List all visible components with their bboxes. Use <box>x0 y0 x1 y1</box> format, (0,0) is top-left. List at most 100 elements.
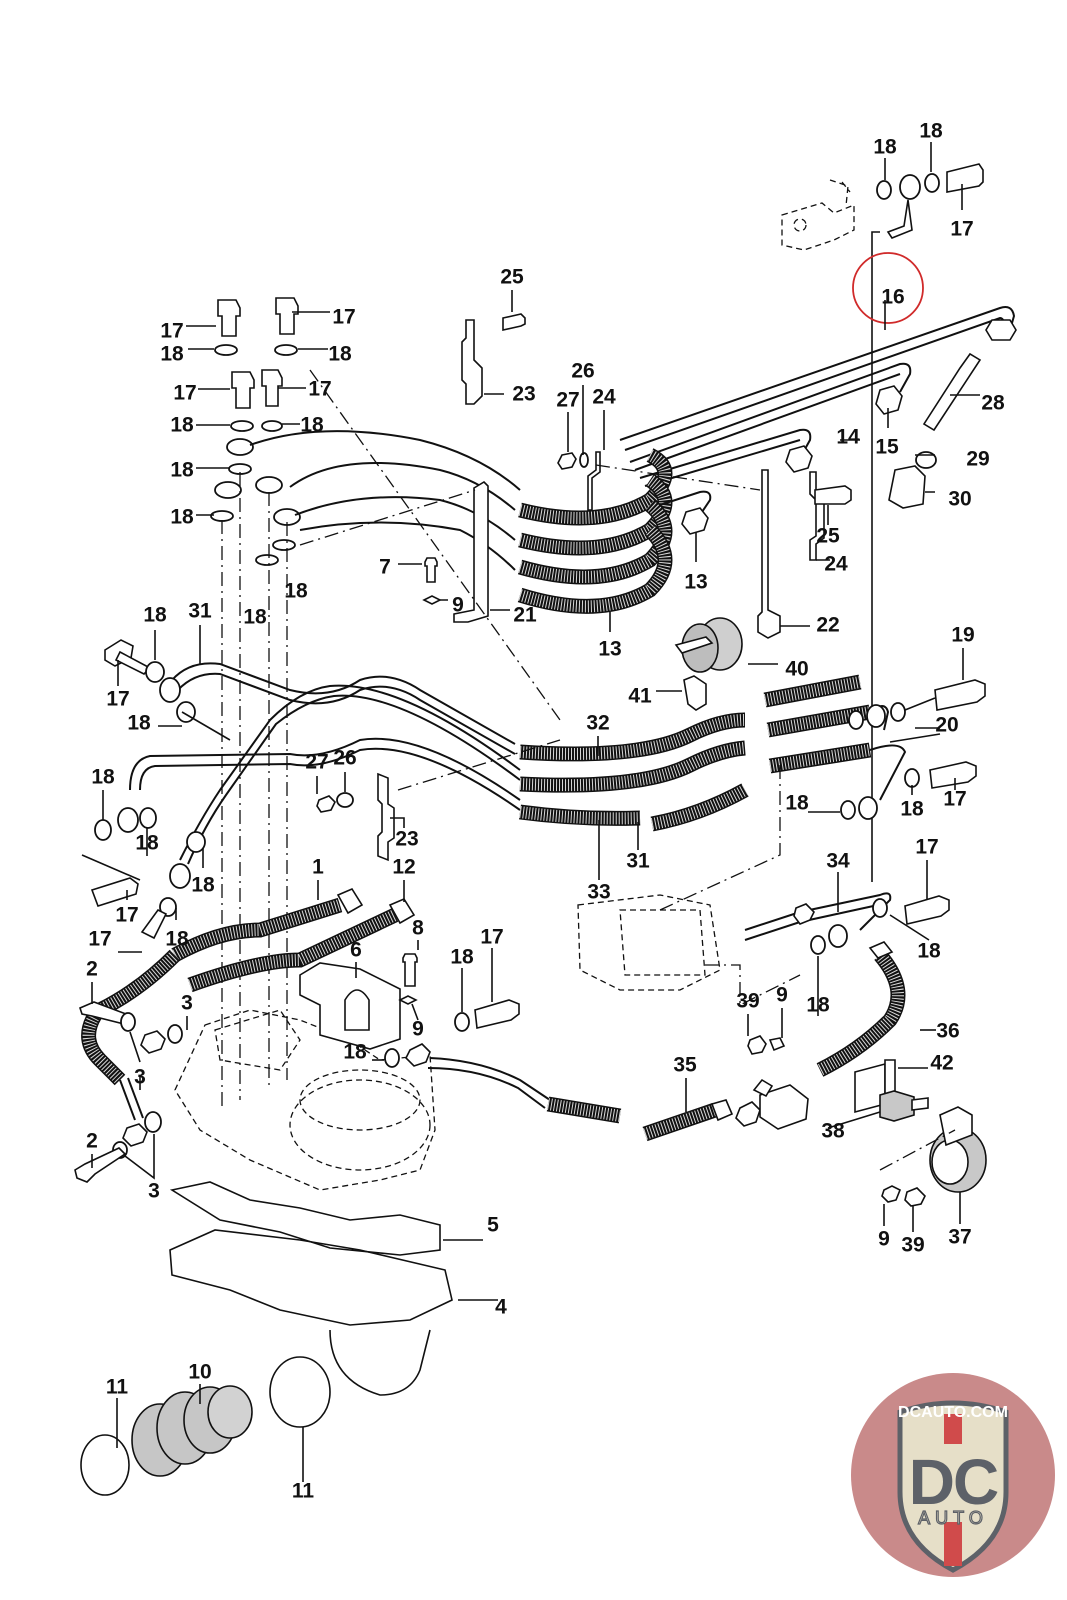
callout-part-14: 14 <box>836 426 860 449</box>
callout-part-42: 42 <box>930 1052 953 1075</box>
logo-stripe-bottom <box>944 1522 962 1566</box>
callout-part-17: 17 <box>88 928 111 951</box>
callout-part-31: 31 <box>626 850 650 873</box>
callout-part-17: 17 <box>115 904 138 927</box>
rubber-mount-40-41 <box>656 617 778 711</box>
rubber-boot-and-clamps <box>80 1356 331 1496</box>
part-16-banjo-assembly <box>781 142 984 882</box>
callout-part-18: 18 <box>806 994 830 1017</box>
callout-part-9: 9 <box>452 594 464 617</box>
callout-part-18: 18 <box>191 874 215 897</box>
callout-part-35: 35 <box>673 1054 697 1077</box>
callout-part-18: 18 <box>785 792 809 815</box>
callout-part-7: 7 <box>379 556 391 579</box>
callout-part-17: 17 <box>915 836 938 859</box>
callout-part-13: 13 <box>598 638 621 661</box>
callout-part-10: 10 <box>188 1361 211 1384</box>
callout-part-17: 17 <box>106 688 129 711</box>
callout-part-30: 30 <box>948 488 971 511</box>
callout-part-4: 4 <box>495 1296 507 1319</box>
callout-part-9: 9 <box>776 984 788 1007</box>
callout-part-18: 18 <box>135 832 159 855</box>
fuel-distributor-area <box>577 765 987 1232</box>
ghost-fitting <box>781 179 855 251</box>
callout-part-31: 31 <box>188 600 212 623</box>
callout-part-25: 25 <box>816 525 840 548</box>
callout-part-3: 3 <box>181 992 193 1015</box>
callout-part-18: 18 <box>284 580 308 603</box>
callout-part-17: 17 <box>332 306 355 329</box>
callout-part-33: 33 <box>587 881 610 904</box>
callout-part-18: 18 <box>243 606 267 629</box>
logo-shield <box>897 1400 1009 1573</box>
callout-part-38: 38 <box>821 1120 845 1143</box>
callout-part-18: 18 <box>450 946 474 969</box>
callout-part-23: 23 <box>512 383 535 406</box>
callout-part-26: 26 <box>333 747 356 770</box>
callout-part-17: 17 <box>943 788 966 811</box>
callout-part-18: 18 <box>328 343 352 366</box>
callout-part-18: 18 <box>170 506 194 529</box>
callout-part-18: 18 <box>300 414 324 437</box>
callout-part-6: 6 <box>350 939 362 962</box>
callout-part-19: 19 <box>951 624 974 647</box>
callout-part-18: 18 <box>873 136 897 159</box>
callout-part-32: 32 <box>586 712 609 735</box>
callout-part-16: 16 <box>881 286 904 309</box>
callout-part-22: 22 <box>816 614 839 637</box>
callout-part-18: 18 <box>160 343 184 366</box>
callout-part-18: 18 <box>919 120 943 143</box>
engine-block-area <box>74 880 622 1191</box>
callout-part-25: 25 <box>500 266 524 289</box>
callout-part-18: 18 <box>917 940 941 963</box>
callout-part-17: 17 <box>308 378 331 401</box>
callout-part-2: 2 <box>86 1130 98 1153</box>
callout-part-2: 2 <box>86 958 98 981</box>
callout-part-24: 24 <box>824 553 848 576</box>
callout-part-17: 17 <box>173 382 196 405</box>
callout-part-12: 12 <box>392 856 415 879</box>
callout-part-1: 1 <box>312 856 324 879</box>
callout-part-27: 27 <box>305 751 328 774</box>
callout-part-21: 21 <box>513 604 537 627</box>
logo-sub-text: AUTO <box>918 1508 988 1528</box>
callout-part-18: 18 <box>170 414 194 437</box>
highlight-ring-part-16 <box>852 252 924 324</box>
callout-part-3: 3 <box>148 1180 160 1203</box>
callout-part-13: 13 <box>684 571 707 594</box>
pipe-bundle-31-32-33 <box>81 625 986 953</box>
dcauto-logo: DCAUTO.COM DC AUTO <box>851 1373 1055 1577</box>
callout-part-17: 17 <box>950 218 973 241</box>
callout-part-37: 37 <box>948 1226 971 1249</box>
callout-part-18: 18 <box>170 459 194 482</box>
callout-part-17: 17 <box>480 926 503 949</box>
banjo-bolt-stack-left <box>186 297 330 1110</box>
callout-part-18: 18 <box>343 1041 367 1064</box>
callout-part-17: 17 <box>160 320 183 343</box>
callout-part-18: 18 <box>91 766 115 789</box>
callout-part-18: 18 <box>127 712 151 735</box>
callout-part-11: 11 <box>292 1480 315 1503</box>
gasket-and-housing <box>169 1181 498 1396</box>
callout-part-39: 39 <box>736 990 759 1013</box>
callout-part-20: 20 <box>935 714 958 737</box>
callout-part-27: 27 <box>556 389 579 412</box>
clamp-group-lower <box>316 739 561 862</box>
pipe-bundle-upper <box>619 300 1017 509</box>
callout-part-18: 18 <box>900 798 924 821</box>
clamp-group-upper <box>461 290 852 639</box>
callout-part-18: 18 <box>143 604 167 627</box>
hose-bundle-13 <box>249 369 712 721</box>
callout-part-39: 39 <box>901 1234 924 1257</box>
callout-part-40: 40 <box>785 658 808 681</box>
callout-part-41: 41 <box>628 685 652 708</box>
callout-part-24: 24 <box>592 386 616 409</box>
callout-part-15: 15 <box>875 436 899 459</box>
logo-stripe-top <box>944 1414 962 1444</box>
logo-monogram: DC <box>909 1446 998 1518</box>
callout-part-34: 34 <box>826 850 850 873</box>
callout-part-18: 18 <box>165 928 189 951</box>
callout-part-26: 26 <box>571 360 594 383</box>
